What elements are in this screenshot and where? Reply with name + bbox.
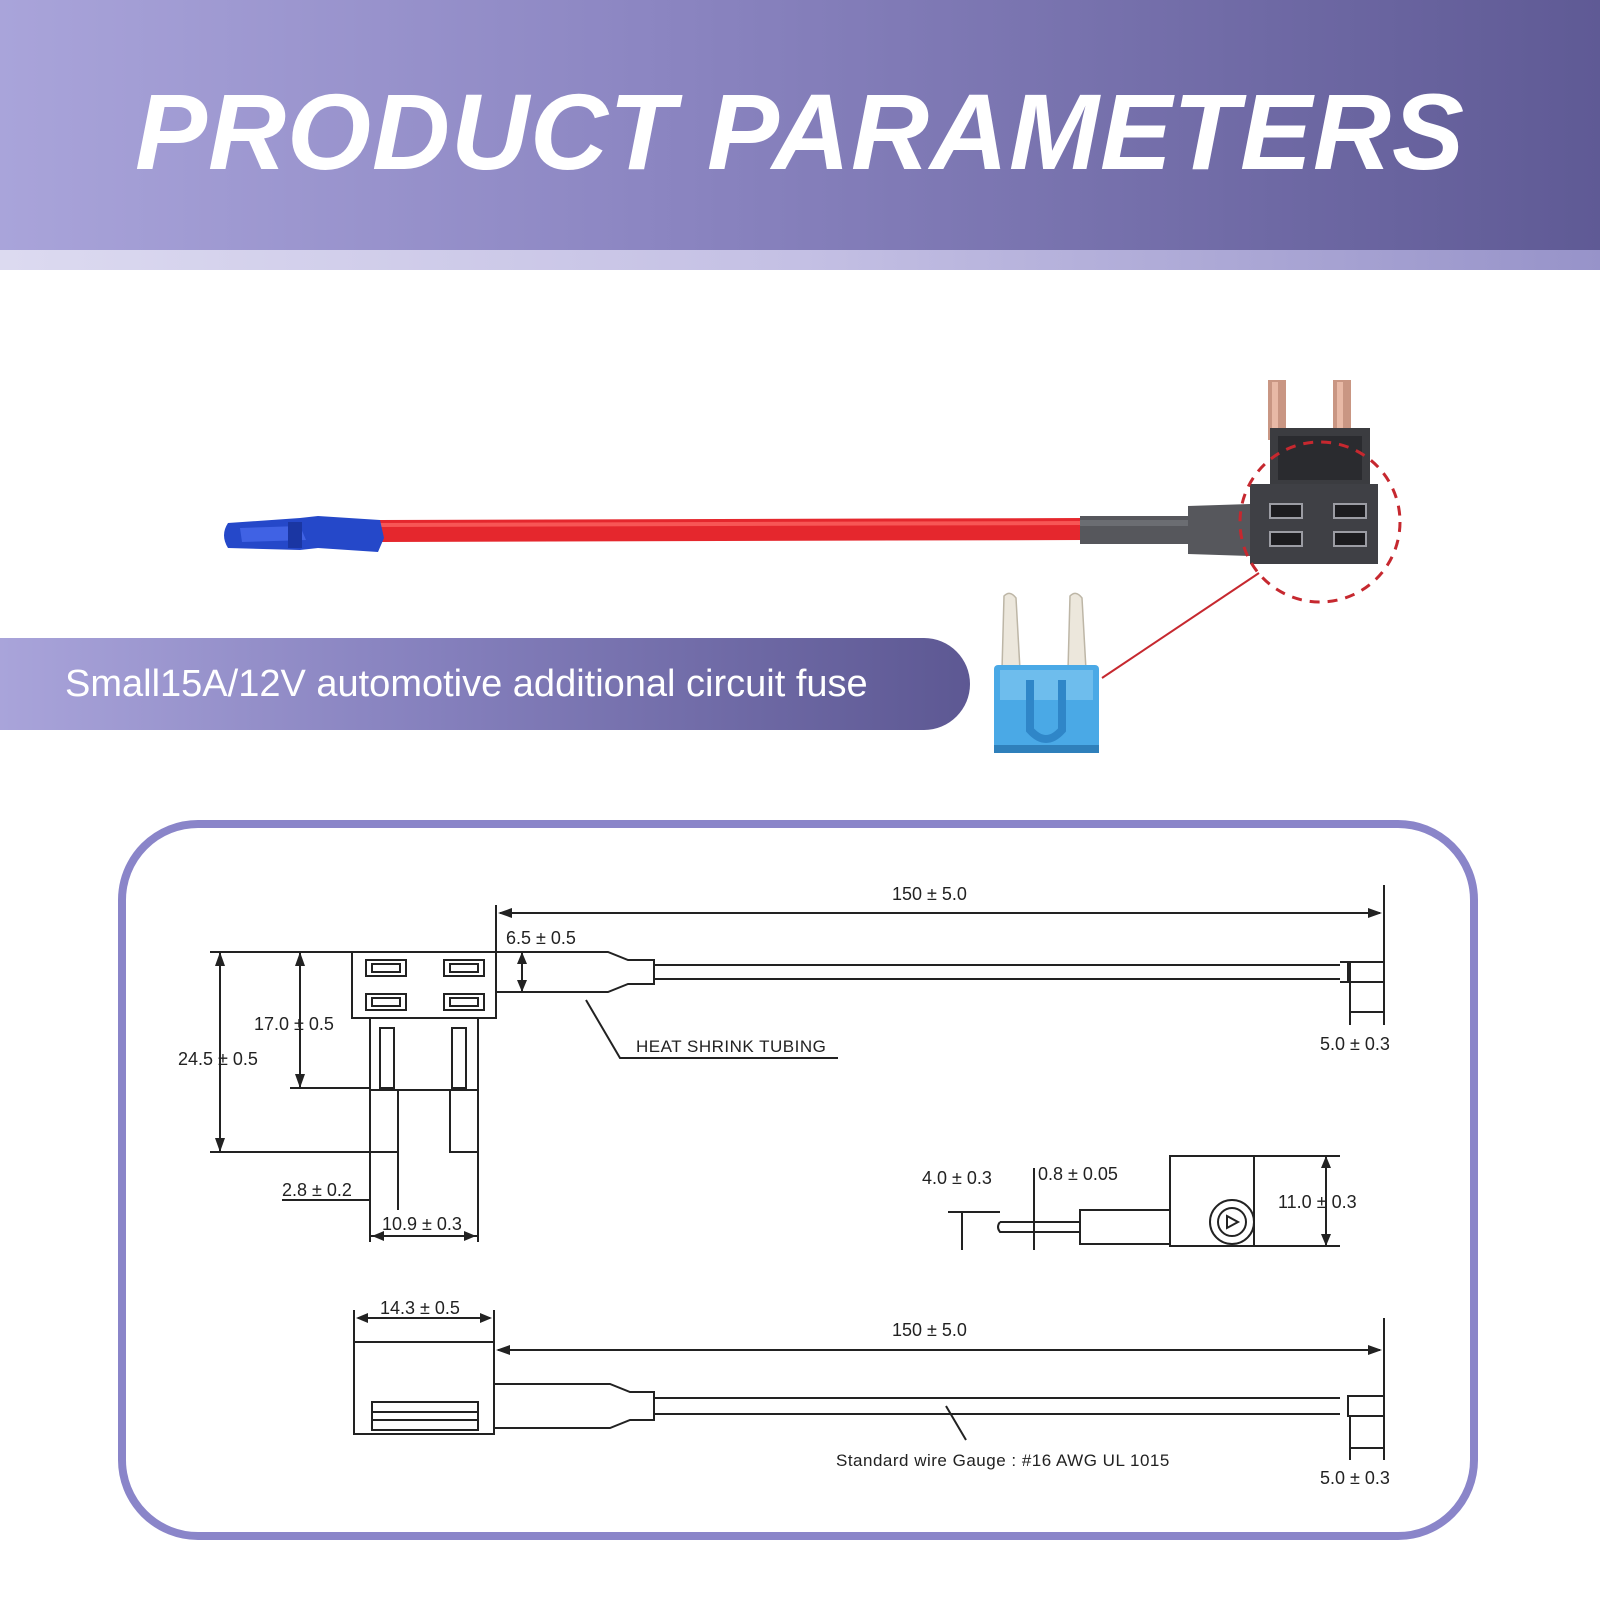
caption-banner: Small15A/12V automotive additional circu… <box>0 638 970 730</box>
top-view-holder <box>351 951 497 1153</box>
terminal-view <box>948 1155 1340 1250</box>
holder-width-label: 14.3 ± 0.5 <box>380 1298 460 1318</box>
pin-diameter-label: 4.0 ± 0.3 <box>922 1168 992 1188</box>
side-end-length-label: 5.0 ± 0.3 <box>1320 1468 1390 1488</box>
caption-text: Small15A/12V automotive additional circu… <box>65 663 868 705</box>
dimension-arrows <box>215 908 1382 1355</box>
blue-butt-connector <box>224 516 384 552</box>
holder-height-label: 17.0 ± 0.5 <box>254 1014 334 1034</box>
blade-width-label: 2.8 ± 0.2 <box>282 1180 352 1200</box>
side-view <box>353 1310 1385 1460</box>
fuse-tap-holder <box>1250 380 1378 564</box>
top-view-tubing <box>496 951 655 993</box>
red-wire <box>357 518 1096 542</box>
wire-gauge-label: Standard wire Gauge : #16 AWG UL 1015 <box>836 1451 1170 1470</box>
pin-thickness-label: 0.8 ± 0.05 <box>1038 1164 1118 1184</box>
highlight-circle <box>1238 440 1402 604</box>
header-banner: PRODUCT PARAMETERS <box>0 0 1600 250</box>
overall-height-label: 24.5 ± 0.5 <box>178 1049 258 1069</box>
header-divider-strip <box>0 250 1600 270</box>
product-illustration <box>224 380 1402 753</box>
heat-shrink-label: HEAT SHRINK TUBING <box>636 1037 826 1056</box>
heat-shrink-tubing <box>1080 504 1250 556</box>
pointer-line <box>1101 572 1260 679</box>
top-end-length-label: 5.0 ± 0.3 <box>1320 1034 1390 1054</box>
top-length-label: 150 ± 5.0 <box>892 884 967 904</box>
side-length-label: 150 ± 5.0 <box>892 1320 967 1340</box>
page-title: PRODUCT PARAMETERS <box>134 71 1466 192</box>
terminal-height-label: 11.0 ± 0.3 <box>1278 1192 1357 1212</box>
mini-blade-fuse <box>994 592 1099 753</box>
tap-offset-label: 6.5 ± 0.5 <box>506 928 576 948</box>
technical-drawing-frame <box>118 820 1478 1540</box>
blade-span-label: 10.9 ± 0.3 <box>382 1214 462 1234</box>
